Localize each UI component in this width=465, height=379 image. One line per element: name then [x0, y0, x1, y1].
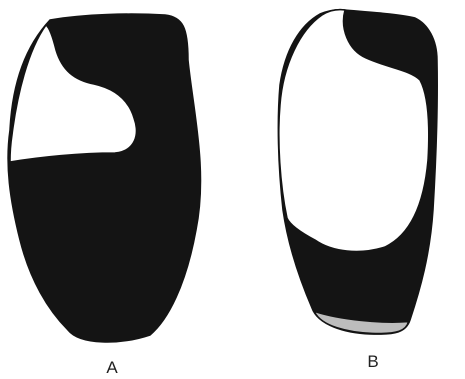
panel-b-label: B — [358, 352, 388, 372]
panel-a-label: A — [97, 358, 127, 378]
panel-a — [8, 14, 201, 342]
panel-b — [278, 10, 437, 335]
